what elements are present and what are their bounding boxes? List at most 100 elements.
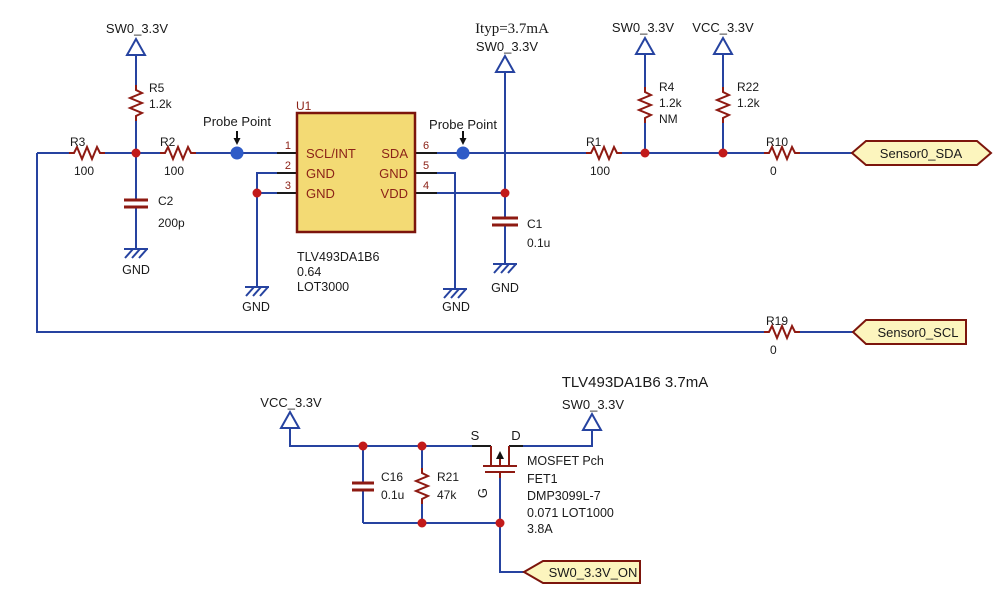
probe-point-right[interactable]: Probe Point <box>429 117 497 160</box>
ref-label: C2 <box>158 194 174 208</box>
port-sensor0-sda[interactable]: Sensor0_SDA <box>850 140 993 166</box>
ground-label: GND <box>491 281 519 295</box>
resistor-r19[interactable]: R19 0 <box>763 314 801 357</box>
ground-label: GND <box>242 300 270 314</box>
port-sensor0-scl[interactable]: Sensor0_SCL <box>851 319 967 345</box>
port-shape <box>850 140 993 166</box>
capacitor-c16[interactable]: C16 0.1u <box>352 470 404 502</box>
ref-label: C16 <box>381 470 403 484</box>
wire-vcc-rail <box>289 428 472 447</box>
value-label: 200p <box>158 216 185 230</box>
ref-label: U1 <box>296 99 312 113</box>
drain-label: D <box>511 428 520 443</box>
part-spec: 0.071 LOT1000 <box>527 506 614 520</box>
ref-label: R22 <box>737 80 759 94</box>
resistor-r3[interactable]: R3 100 <box>68 135 106 178</box>
value-label: 1.2k <box>737 96 761 110</box>
power-label: SW0_3.3V <box>612 20 674 35</box>
power-flag-vcc-bottom[interactable]: VCC_3.3V <box>260 395 322 429</box>
capacitor-c1[interactable]: C1 0.1u <box>492 216 550 250</box>
junction-dot <box>718 148 728 158</box>
junction-dot <box>417 518 427 528</box>
resistor-r22[interactable]: R22 1.2k <box>716 80 761 124</box>
value-label: 47k <box>437 488 457 502</box>
port-sw0-3v3-on[interactable]: SW0_3.3V_ON <box>522 560 641 584</box>
ground-label: GND <box>442 300 470 314</box>
part-lot: LOT3000 <box>297 280 349 294</box>
pin-leads <box>277 152 437 194</box>
pin-number-6: 6 <box>423 140 429 152</box>
ic-u1[interactable]: U1 1 2 3 6 5 4 SCL/INT GND GND SDA GND V… <box>277 99 437 294</box>
ref-label: R19 <box>766 314 788 328</box>
port-label: SW0_3.3V_ON <box>549 565 638 580</box>
value-label: 0.1u <box>527 236 550 250</box>
junction-dot <box>417 441 427 451</box>
wire-scl-bus <box>36 153 764 333</box>
probe-label: Probe Point <box>429 117 497 132</box>
pin-name-sda: SDA <box>381 146 408 161</box>
value-label: 0.1u <box>381 488 404 502</box>
part-number: TLV493DA1B6 <box>297 250 380 264</box>
resistor-r2[interactable]: R2 100 <box>159 135 197 178</box>
resistor-r21[interactable]: R21 47k <box>415 467 459 505</box>
power-label: SW0_3.3V <box>106 21 168 36</box>
capacitor-body <box>124 198 148 209</box>
junction-dot <box>131 148 141 158</box>
ref-label: R3 <box>70 135 86 149</box>
power-flag-vcc-r22[interactable]: VCC_3.3V <box>692 20 754 55</box>
pin-number-1: 1 <box>285 140 291 152</box>
resistor-r10[interactable]: R10 0 <box>763 135 801 178</box>
junction-dot <box>495 518 505 528</box>
port-shape <box>851 319 967 345</box>
ground-c1: GND <box>491 263 519 295</box>
ground-label: GND <box>122 263 150 277</box>
not-mounted-label: NM <box>659 112 678 126</box>
ground-u1-right: GND <box>442 288 470 314</box>
mosfet-arrow-icon <box>496 451 504 459</box>
junction-dot <box>358 441 368 451</box>
fet-section-note: TLV493DA1B6 3.7mA <box>562 374 708 391</box>
wire-gate-port <box>499 478 524 573</box>
pin-number-4: 4 <box>423 180 429 192</box>
part-number: DMP3099L-7 <box>527 489 601 503</box>
ref-label: R21 <box>437 470 459 484</box>
wire-gnd-right <box>437 172 456 288</box>
power-flag-sw0-left[interactable]: SW0_3.3V <box>106 21 168 56</box>
pin-name-scl-int: SCL/INT <box>306 146 356 161</box>
part-spec: 0.64 <box>297 265 321 279</box>
port-label: Sensor0_SDA <box>880 146 963 161</box>
power-flag-sw0-bottom[interactable]: SW0_3.3V <box>562 397 624 431</box>
ref-label: FET1 <box>527 472 558 486</box>
power-label: VCC_3.3V <box>260 395 322 410</box>
value-label: 1.2k <box>659 96 683 110</box>
wire-drain-sw0 <box>523 430 593 447</box>
power-label: SW0_3.3V <box>562 397 624 412</box>
power-flag-sw0-r4[interactable]: SW0_3.3V <box>612 20 674 55</box>
probe-label: Probe Point <box>203 114 271 129</box>
pin-name-gnd2: GND <box>306 166 335 181</box>
mosfet-body <box>483 446 517 478</box>
pin-number-3: 3 <box>285 180 291 192</box>
probe-dot <box>456 146 470 160</box>
ref-label: R1 <box>586 135 602 149</box>
ref-label: R10 <box>766 135 788 149</box>
pin-name-gnd3: GND <box>306 186 335 201</box>
fet-kind: MOSFET Pch <box>527 454 604 468</box>
junction-dot <box>640 148 650 158</box>
mosfet-fet1[interactable]: S D G MOSFET Pch FET1 DMP3099L-7 0.071 L… <box>471 428 614 536</box>
resistor-r1[interactable]: R1 100 <box>585 135 623 178</box>
chip-body <box>295 111 417 234</box>
resistor-r4[interactable]: R4 1.2k NM <box>638 80 683 126</box>
value-label: 1.2k <box>149 97 173 111</box>
value-label: 100 <box>164 164 184 178</box>
capacitor-c2[interactable]: C2 200p <box>124 194 185 230</box>
power-flag-sw0-mid[interactable]: Ityp=3.7mA SW0_3.3V <box>475 21 549 73</box>
resistor-r5[interactable]: R5 1.2k <box>129 81 173 122</box>
probe-point-left[interactable]: Probe Point <box>203 114 271 160</box>
gate-label: G <box>475 488 490 498</box>
port-shape <box>522 560 641 584</box>
source-label: S <box>471 428 480 443</box>
value-label: 0 <box>770 164 777 178</box>
